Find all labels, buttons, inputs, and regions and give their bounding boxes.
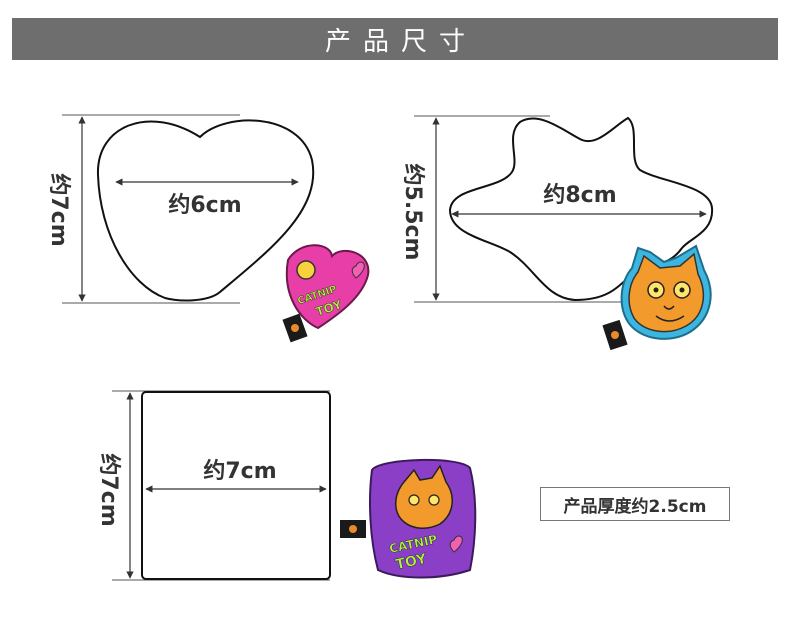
square-width-label: 约7cm — [203, 458, 276, 484]
heart-toy-image: CATNIP TOY — [282, 244, 370, 343]
square-height-label: 约7cm — [96, 453, 122, 526]
heart-outline — [96, 119, 315, 302]
star-width-label: 约8cm — [543, 182, 616, 208]
cat-face-toy-image — [602, 244, 712, 351]
heart-width-label: 约6cm — [168, 192, 241, 218]
square-toy-image: CATNIP TOY — [340, 458, 477, 579]
square-group: 约7cm 约7cm — [96, 390, 331, 581]
heart-height-label: 约7cm — [46, 173, 72, 246]
square-toy-text-2: TOY — [394, 551, 429, 573]
thickness-label: 产品厚度约2.5cm — [563, 496, 707, 517]
heart-group: 约6cm 约7cm — [46, 114, 315, 304]
square-outline — [141, 391, 331, 580]
fish-icon — [296, 260, 316, 280]
header-banner: 产品尺寸 — [12, 18, 778, 60]
thickness-box: 产品厚度约2.5cm — [540, 487, 730, 521]
page-title: 产品尺寸 — [324, 26, 477, 57]
star-height-label: 约5.5cm — [400, 164, 426, 261]
